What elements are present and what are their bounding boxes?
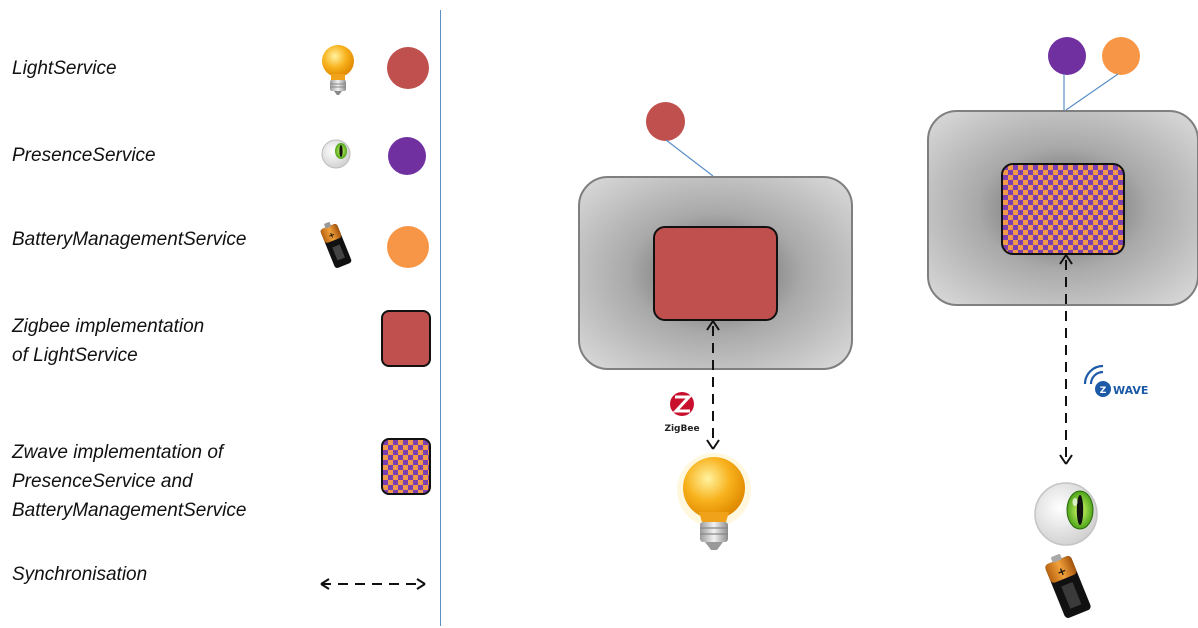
svg-text:WAVE: WAVE: [1113, 384, 1148, 397]
zwave-battery-wire: [1066, 74, 1118, 110]
zwave-logo-icon: Z WAVE: [1085, 366, 1148, 397]
svg-text:Z: Z: [1100, 386, 1107, 396]
zigbee-logo-icon: ZigBee: [664, 392, 699, 434]
zigbee-sync-arrow: [707, 321, 719, 449]
zigbee-light-bulb-device-icon: [677, 453, 751, 550]
svg-text:ZigBee: ZigBee: [664, 424, 699, 434]
zwave-sync-arrow: [1060, 255, 1072, 464]
zwave-eye-sensor-device-icon: [1035, 483, 1097, 545]
zwave-battery-device-icon: +: [1042, 550, 1092, 619]
zigbee-service-wire: [666, 140, 713, 176]
